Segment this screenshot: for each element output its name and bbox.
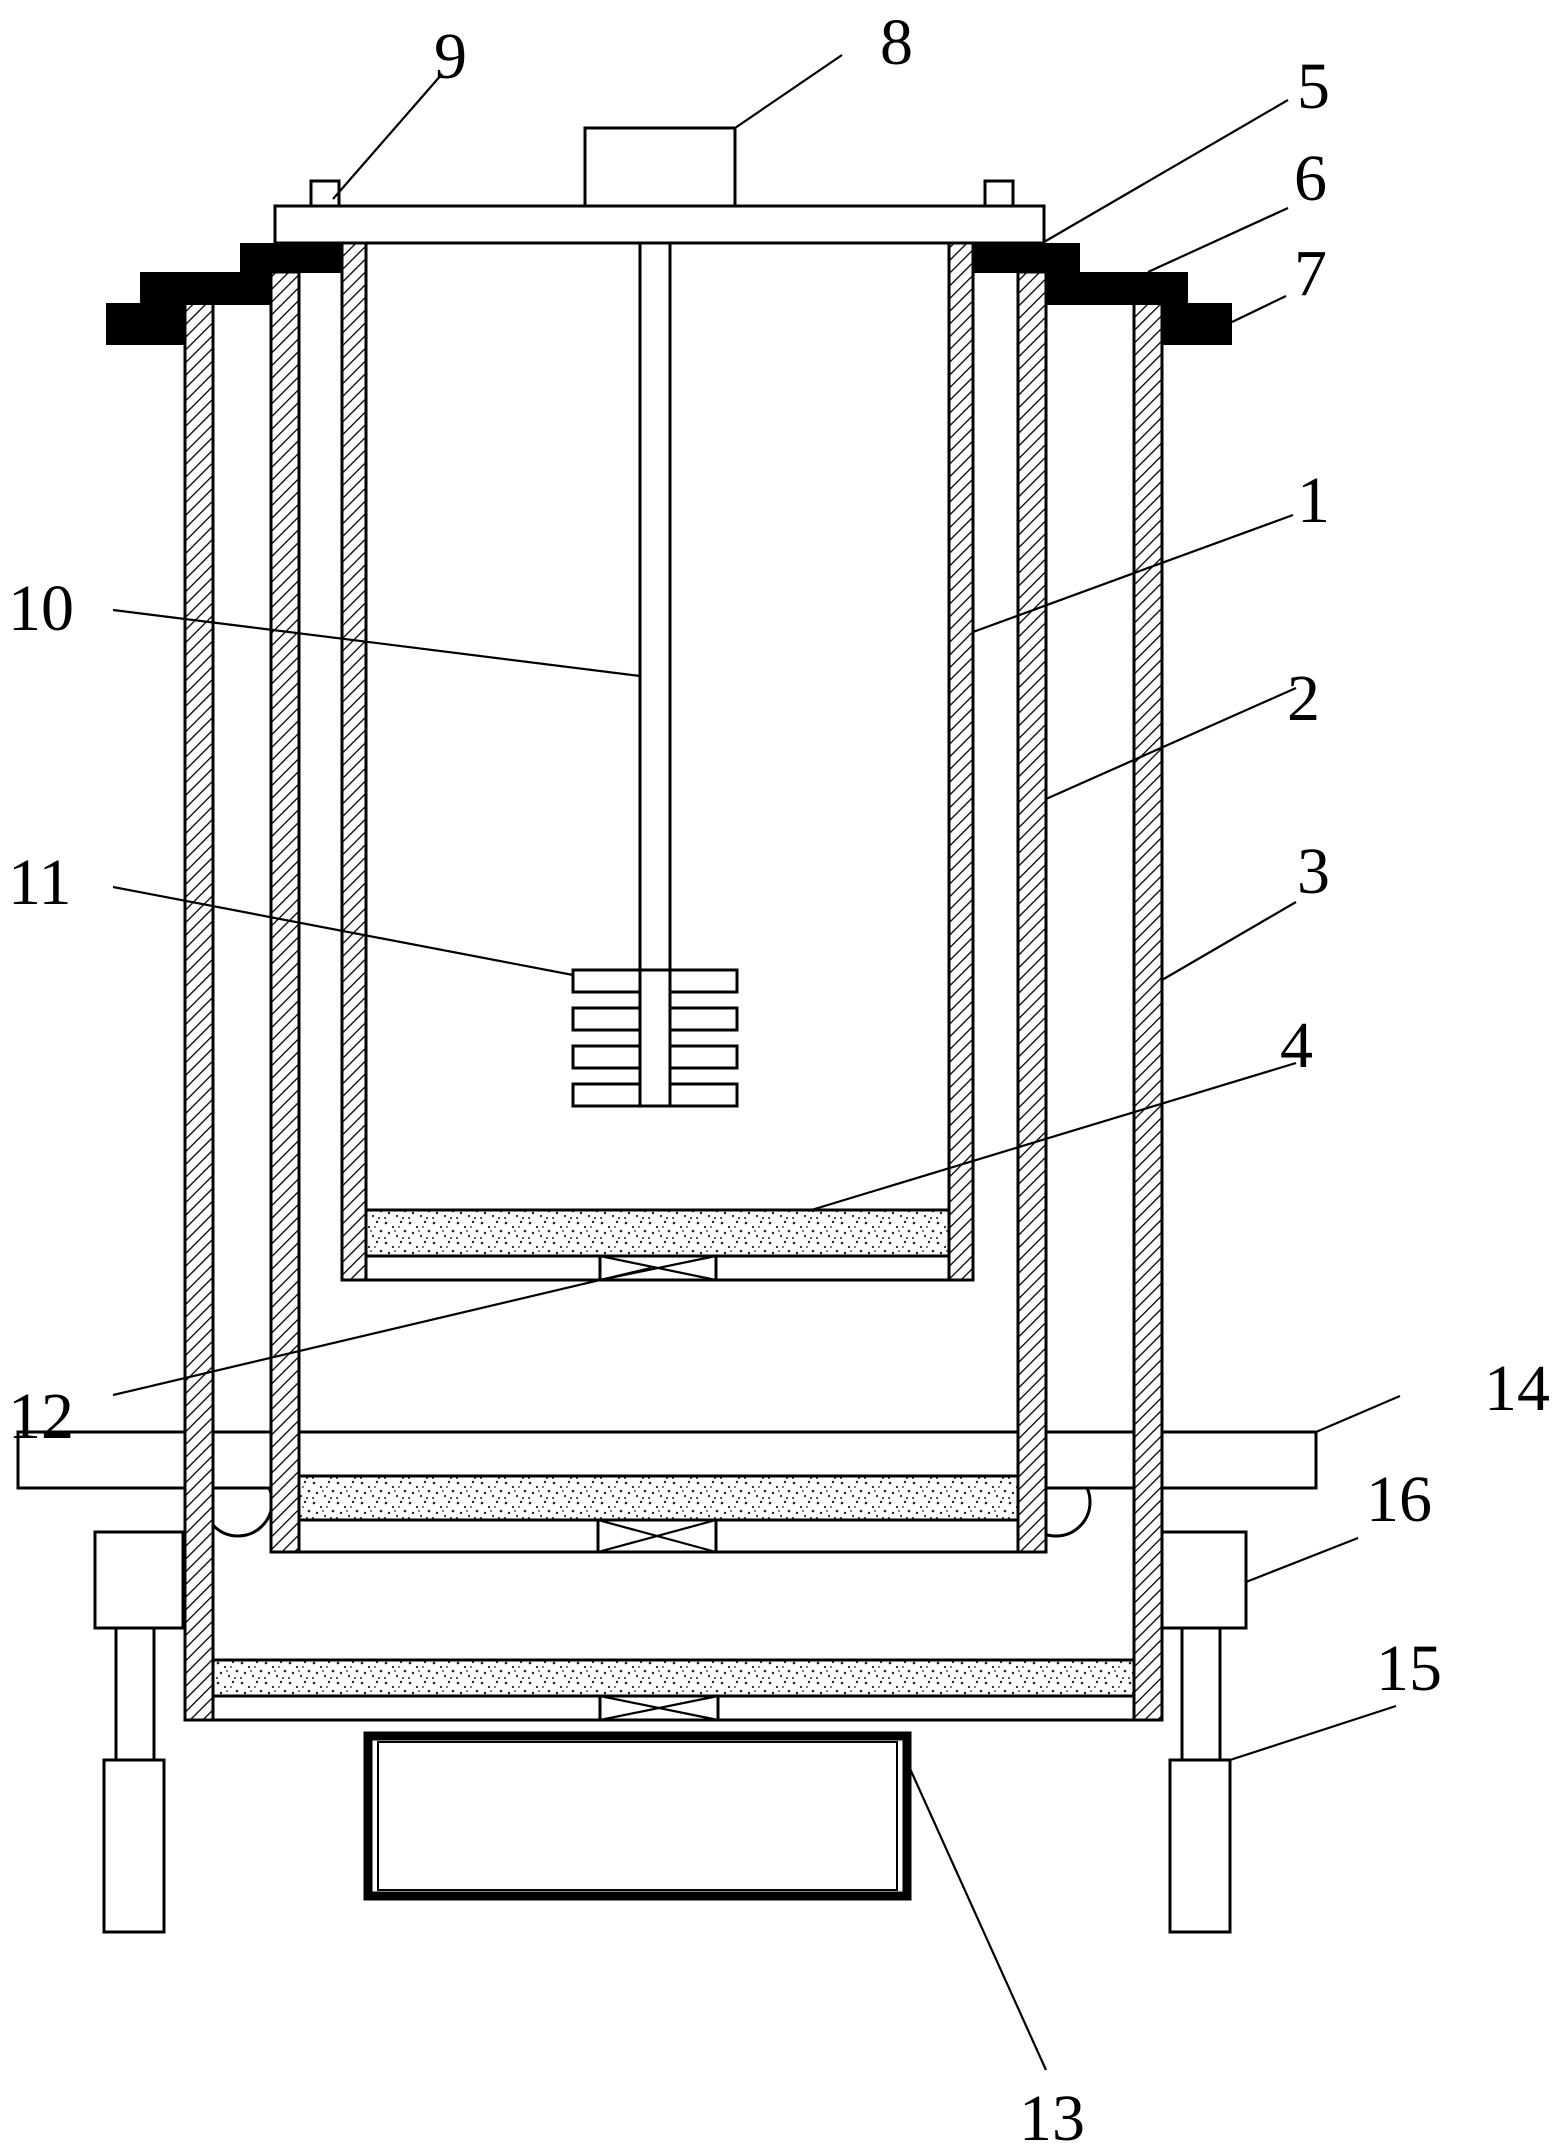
- valve-middle: [596, 1518, 718, 1554]
- bolt-right: [983, 179, 1015, 208]
- label-7: 7: [1294, 237, 1327, 310]
- label-5: 5: [1297, 50, 1330, 123]
- lid-flange-middle: [140, 272, 1188, 305]
- support-column-right: [1154, 1530, 1248, 1934]
- stirring-shaft: [638, 241, 672, 1100]
- label-8: 8: [880, 6, 913, 79]
- label-1: 1: [1297, 464, 1330, 537]
- label-3: 3: [1297, 835, 1330, 908]
- collection-box: [363, 1731, 912, 1901]
- motor: [583, 126, 737, 208]
- label-9: 9: [434, 20, 467, 93]
- filter-layer-outer: [211, 1658, 1136, 1698]
- filter-layer-middle: [297, 1474, 1020, 1522]
- lid-flange-inner: [240, 243, 1080, 273]
- lid-flange-outer: [106, 303, 1232, 345]
- filter-layer-inner: [364, 1208, 951, 1258]
- leader-lines: [112, 54, 1401, 2071]
- label-15: 15: [1376, 1632, 1442, 1705]
- label-16: 16: [1366, 1463, 1432, 1536]
- inner-barrel: [340, 241, 975, 1282]
- label-14: 14: [1484, 1352, 1550, 1425]
- stirring-blades: [571, 968, 739, 1108]
- valve-outer: [598, 1694, 720, 1722]
- label-13: 13: [1019, 2082, 1085, 2148]
- valve-inner: [598, 1254, 718, 1282]
- cover-plate: [273, 204, 1046, 245]
- label-11: 11: [8, 846, 72, 919]
- middle-barrel: [269, 270, 1048, 1554]
- label-12: 12: [8, 1380, 74, 1453]
- label-4: 4: [1280, 1009, 1313, 1082]
- support-column-left: [93, 1530, 185, 1934]
- label-2: 2: [1287, 662, 1320, 735]
- outer-barrel: [183, 298, 1164, 1722]
- label-10: 10: [8, 572, 74, 645]
- label-6: 6: [1294, 142, 1327, 215]
- bolt-left: [309, 179, 341, 208]
